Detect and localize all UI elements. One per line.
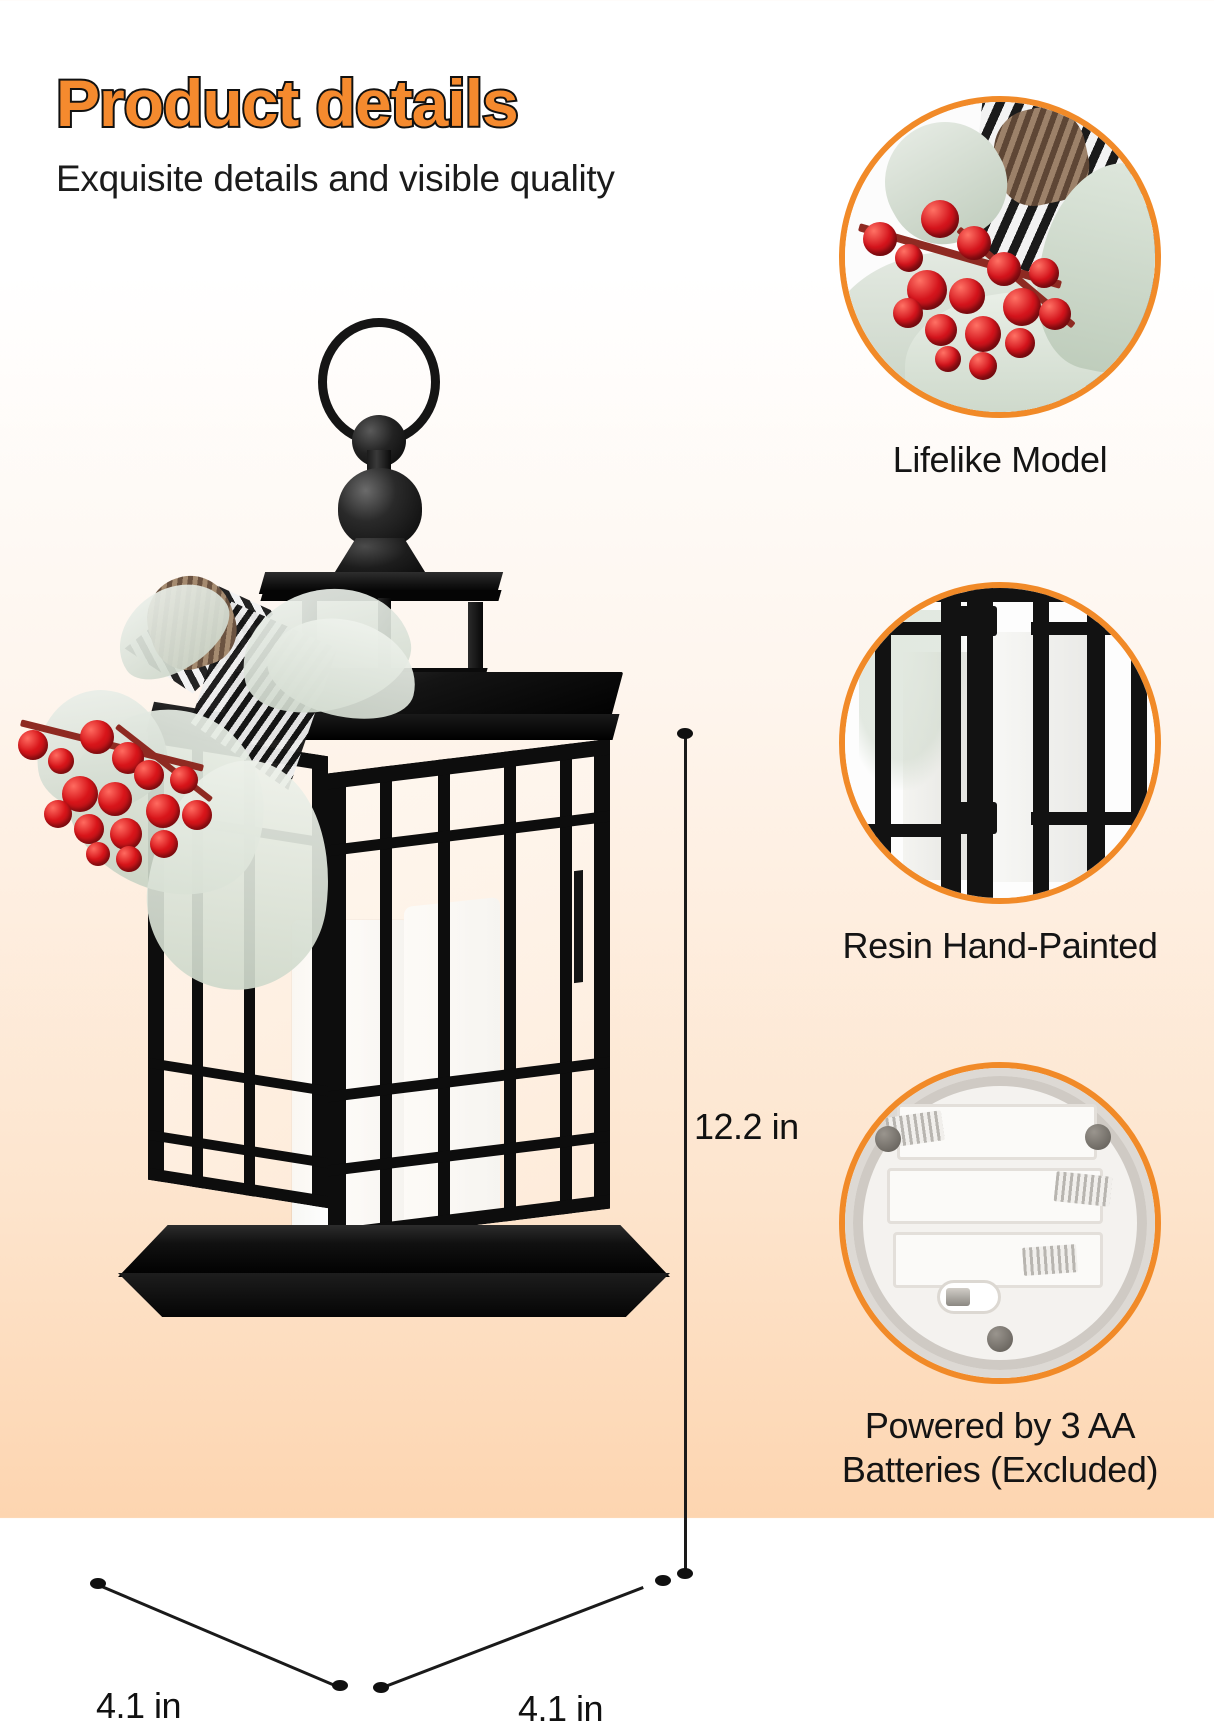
- callout-caption-battery-power: Powered by 3 AA Batteries (Excluded): [800, 1404, 1200, 1492]
- callout-resin-hand-painted: Resin Hand-Painted: [800, 582, 1200, 968]
- callout-caption-resin-hand-painted: Resin Hand-Painted: [842, 925, 1158, 966]
- depth-dimension-line: [96, 1583, 339, 1689]
- height-dimension-label: 12.2 in: [694, 1106, 799, 1147]
- depth-dimension-label: 4.1 in: [96, 1685, 182, 1726]
- battery-power-switch: [937, 1280, 1001, 1314]
- depth-dimension-endpoint-b: [332, 1680, 348, 1691]
- height-dimension-line: [684, 738, 687, 1574]
- lantern-front-face: [328, 738, 610, 1244]
- callout-lifelike-model: Lifelike Model: [800, 96, 1200, 482]
- page-title: Product details: [54, 66, 521, 140]
- height-dimension-endpoint-top: [677, 728, 693, 739]
- callout-battery-power: Powered by 3 AA Batteries (Excluded): [800, 1062, 1200, 1492]
- header: Product details Exquisite details and vi…: [54, 66, 776, 200]
- callout-image-battery-compartment: [839, 1062, 1161, 1384]
- lantern-riser-left: [302, 600, 317, 678]
- callout-caption-battery-line2: Batteries (Excluded): [841, 1448, 1159, 1490]
- callout-image-lifelike-model: [839, 96, 1161, 418]
- lantern-riser-middle: [378, 598, 391, 670]
- callout-image-resin-hand-painted: [839, 582, 1161, 904]
- page-subtitle: Exquisite details and visible quality: [56, 158, 615, 199]
- width-dimension-endpoint-b: [655, 1575, 671, 1586]
- callout-caption-battery-line1: Powered by 3 AA: [864, 1405, 1136, 1446]
- lantern-left-face: [148, 727, 328, 1209]
- width-dimension-label: 4.1 in: [518, 1688, 604, 1729]
- height-dimension-endpoint-bottom: [677, 1568, 693, 1579]
- lantern-finial-bulb: [338, 468, 422, 548]
- lantern-base-face: [118, 1273, 670, 1317]
- lantern-roof-face: [224, 714, 620, 740]
- width-dimension-endpoint-a: [373, 1682, 389, 1693]
- product-hero: 12.2 in 4.1 in 4.1 in: [0, 290, 799, 1729]
- lantern-riser-right: [468, 602, 483, 672]
- depth-dimension-endpoint-a: [90, 1578, 106, 1589]
- callout-caption-lifelike-model: Lifelike Model: [892, 439, 1108, 480]
- width-dimension-line: [379, 1586, 644, 1690]
- lantern-base-plinth: [118, 1225, 670, 1277]
